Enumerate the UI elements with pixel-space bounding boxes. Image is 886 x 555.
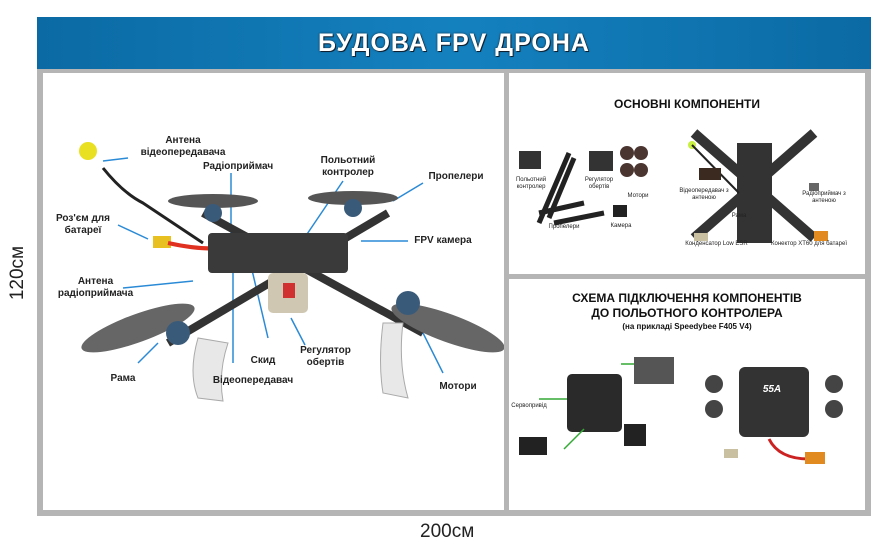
label-vtx-antenna: Антена відеопередавача <box>140 135 226 158</box>
item-frame: Рама <box>731 213 747 219</box>
main-components-panel: ОСНОВНІ КОМПОНЕНТИ Польотний контролер Р… <box>509 73 865 274</box>
width-dimension: 200см <box>420 521 475 542</box>
wiring-diagram-panel: СХЕМА ПІДКЛЮЧЕННЯ КОМПОНЕНТІВ ДО ПОЛЬОТН… <box>509 279 865 510</box>
pointer-arrows <box>102 157 444 374</box>
components-illustration <box>519 129 828 243</box>
label-fpv-camera: FPV камера <box>414 235 472 246</box>
esc-rating: 55A <box>762 384 782 395</box>
label-esc: Регулятор обертів <box>300 345 351 368</box>
poster-title: БУДОВА FPV ДРОНА <box>318 28 590 57</box>
label-receiver: Радіоприймач <box>203 161 274 172</box>
label-vtx: Відеопередавач <box>212 375 294 386</box>
label-flight-controller: Польотний контролер <box>320 155 376 178</box>
drone-structure-panel: Антена відеопередавача Радіоприймач Поль… <box>43 73 504 510</box>
wiring-illustration <box>519 357 843 464</box>
label-rx-antenna: Антена радіоприймача <box>57 276 134 299</box>
components-heading: ОСНОВНІ КОМПОНЕНТИ <box>614 97 760 111</box>
label-skid: Скид <box>250 355 276 366</box>
item-esc: Регулятор обертів <box>584 177 614 190</box>
height-dimension: 120см <box>7 245 28 301</box>
wiring-heading-line2: ДО ПОЛЬОТНОГО КОНТРОЛЕРА <box>591 306 783 320</box>
item-motors: Мотори <box>627 193 649 199</box>
drone-frame <box>79 142 504 402</box>
item-rx: Радіоприймач з антеною <box>802 191 846 204</box>
label-propellers: Пропелери <box>428 171 484 182</box>
item-fc: Польотний контролер <box>515 177 547 190</box>
item-xt60: Конектор XT60 для батареї <box>771 241 847 247</box>
drone-illustration <box>79 142 504 402</box>
wiring-heading-line1: СХЕМА ПІДКЛЮЧЕННЯ КОМПОНЕНТІВ <box>572 291 802 305</box>
servo-label: Сервопривід <box>511 403 547 409</box>
wiring-subheading: (на прикладі Speedybee F405 V4) <box>622 322 752 331</box>
item-vtx: Відеопередавач з антеною <box>679 188 729 201</box>
item-camera: Камера <box>610 223 632 229</box>
label-battery-connector: Роз'єм для батареї <box>56 213 110 236</box>
poster-frame: Антена відеопередавача Радіоприймач Поль… <box>37 69 871 516</box>
title-banner: БУДОВА FPV ДРОНА <box>37 17 871 69</box>
label-frame: Рама <box>110 373 136 384</box>
label-motors: Мотори <box>439 381 477 392</box>
item-props: Пропелери <box>548 224 580 230</box>
item-capacitor: Конденсатор Low ESR <box>685 241 748 247</box>
